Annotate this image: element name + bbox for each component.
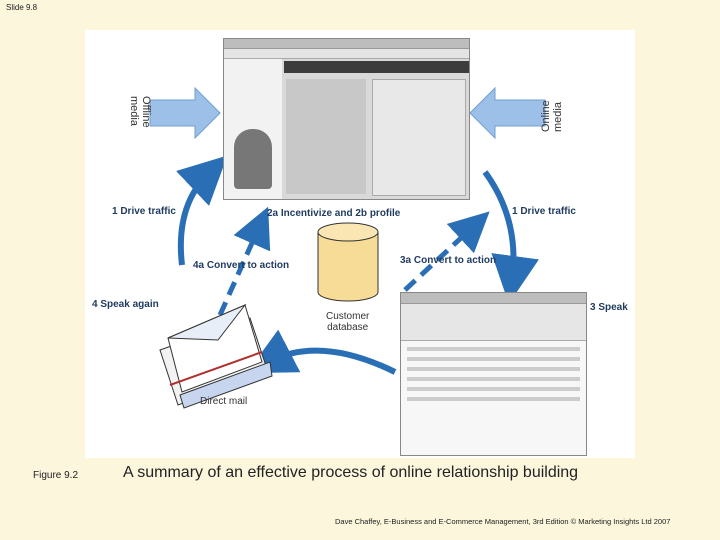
convert-left-arrow [217, 206, 271, 317]
customer-database-cylinder [317, 222, 379, 302]
online-media-label: Online media [540, 100, 564, 132]
convert-right-label: 3a Convert to action [400, 255, 497, 266]
email-screenshot [400, 292, 587, 456]
online-media-arrow [469, 86, 546, 140]
drive-traffic-left-arrow [176, 155, 228, 266]
drive-traffic-right-label: 1 Drive traffic [512, 206, 576, 217]
customer-database-label: Customer database [326, 311, 370, 333]
slide-number: Slide 9.8 [6, 3, 38, 12]
speak-label: 3 Speak [590, 302, 628, 313]
incentivize-label: 2a Incentivize and 2b profile [267, 208, 401, 219]
footer-citation: Dave Chaffey, E-Business and E-Commerce … [335, 517, 671, 526]
website-screenshot [223, 38, 470, 200]
drive-traffic-left-label: 1 Drive traffic [112, 206, 176, 217]
offline-media-label: Offline media [128, 96, 152, 128]
convert-right-arrow [403, 211, 490, 292]
drive-traffic-right-arrow [482, 170, 539, 304]
figure-caption: A summary of an effective process of onl… [123, 464, 579, 481]
figure-number: Figure 9.2 [33, 470, 79, 481]
convert-left-label: 4a Convert to action [193, 260, 290, 271]
direct-mail-label: Direct mail [200, 396, 248, 407]
direct-mail-envelopes [159, 303, 273, 409]
offline-media-arrow [149, 86, 221, 140]
speak-again-label: 4 Speak again [92, 299, 159, 310]
speak-arrow [246, 329, 397, 375]
